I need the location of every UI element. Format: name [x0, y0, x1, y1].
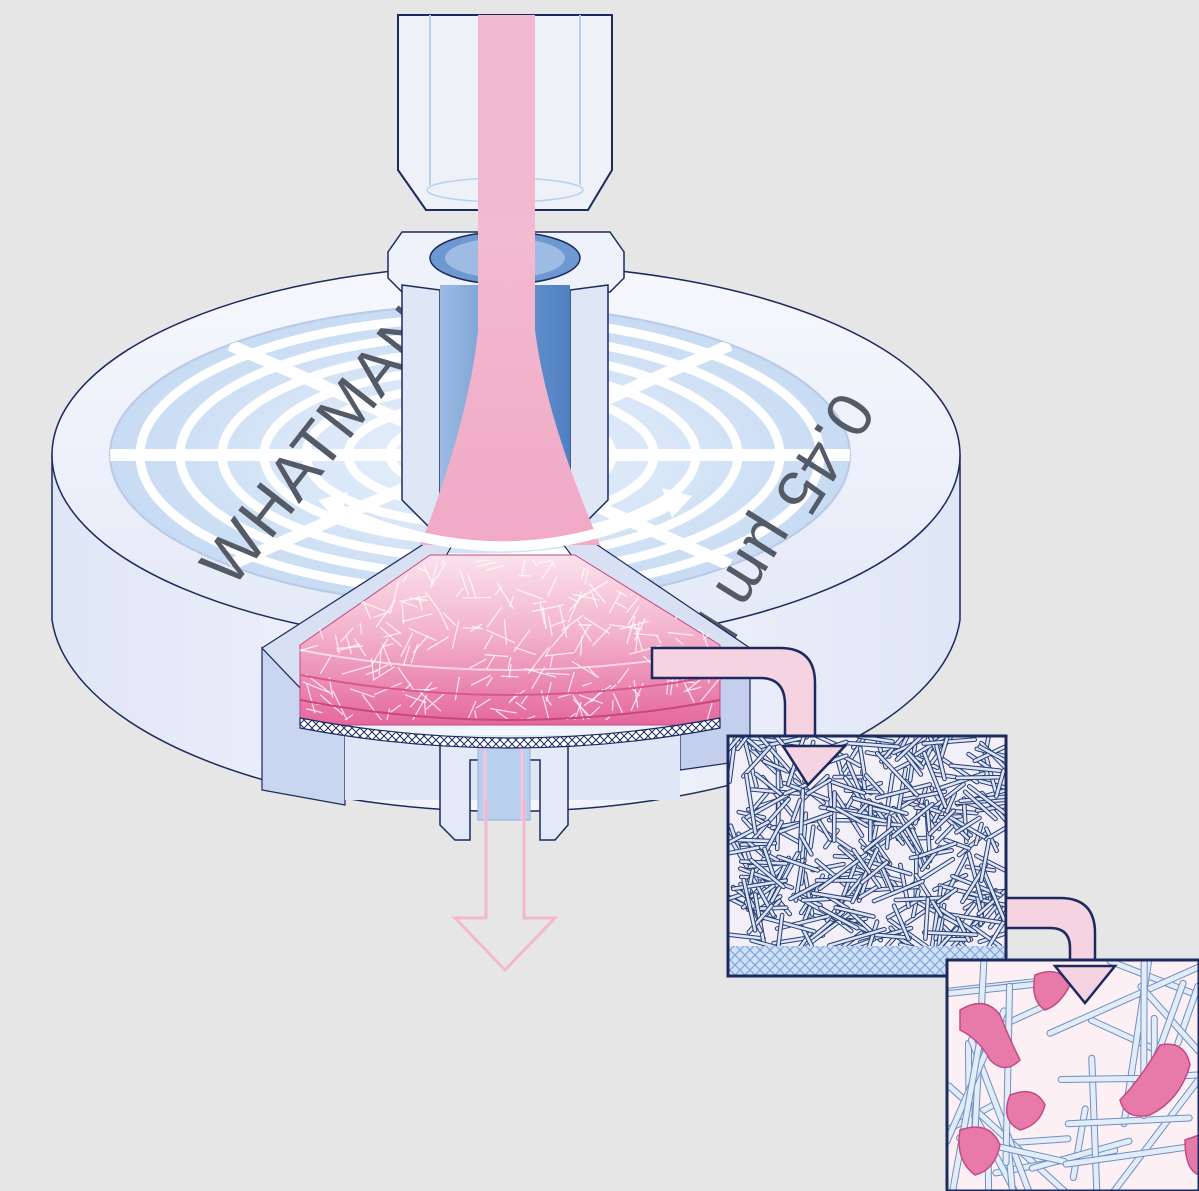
outlet-tube [440, 740, 568, 840]
syringe-tip [398, 15, 612, 215]
zoom-particle-panel [880, 949, 1199, 1191]
fiber [518, 575, 530, 576]
fiber [957, 777, 1000, 778]
fiber [612, 700, 613, 711]
zoom-fiber-panel [709, 717, 1029, 976]
fiber [579, 625, 592, 626]
